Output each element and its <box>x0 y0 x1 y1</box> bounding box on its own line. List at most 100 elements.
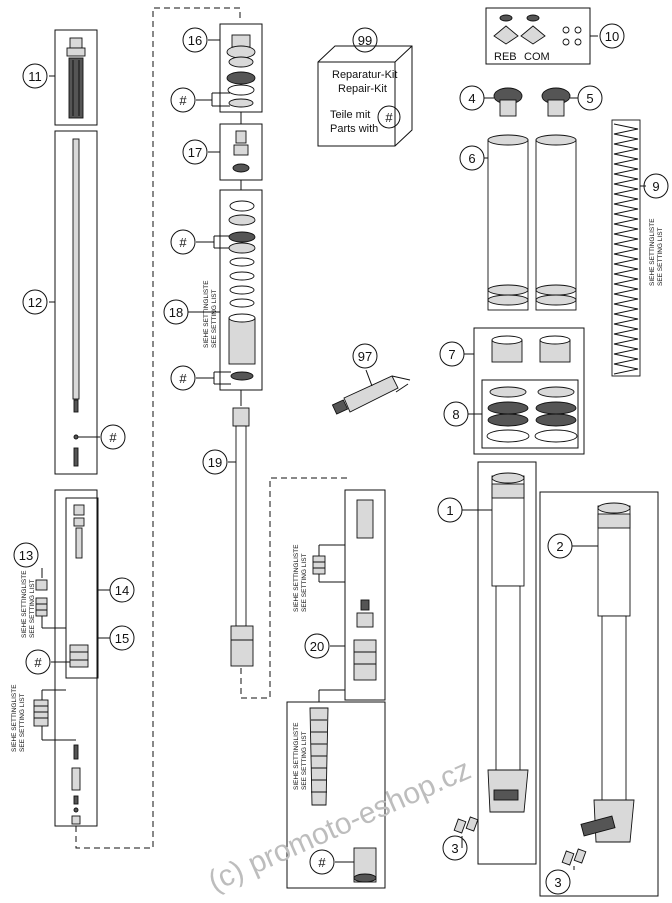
callout-19-text: 19 <box>208 455 222 470</box>
callout-5-text: 5 <box>586 91 593 106</box>
callout-5: 5 <box>577 85 603 111</box>
setting-note-15: SIEHE SETTINGLISTE SEE SETTING LIST <box>11 684 26 752</box>
part-3b-bolts <box>561 848 587 866</box>
setting-note-20b-line1: SIEHE SETTINGLISTE <box>293 722 300 790</box>
callout-18-text: 18 <box>169 305 183 320</box>
callout-20-text: 20 <box>310 639 324 654</box>
part-15-lower-bits <box>71 744 81 825</box>
kit-line-4: Parts with <box>330 123 378 135</box>
repair-kit-box: Reparatur-Kit Repair-Kit Teile mit Parts… <box>317 45 413 147</box>
assembly-path-left <box>75 7 241 849</box>
callout-13-text: 13 <box>19 548 33 563</box>
hash-text-4: # <box>179 235 187 250</box>
callout-1: 1 <box>437 497 463 523</box>
hash-text-5: # <box>179 371 187 386</box>
callout-4-text: 4 <box>468 91 475 106</box>
callout-6-text: 6 <box>468 151 475 166</box>
part-5-compression-cap <box>541 87 571 117</box>
box-part-1 <box>477 461 537 865</box>
cartridge-column-20 <box>286 489 386 889</box>
callout-4: 4 <box>459 85 485 111</box>
callout-3b-text: 3 <box>554 875 561 890</box>
part-12-rod <box>72 138 80 467</box>
assembly-path-middle <box>240 477 350 699</box>
part-6-outer-tubes <box>487 134 577 311</box>
callout-3a-text: 3 <box>451 841 458 856</box>
callout-10-text: 10 <box>605 29 619 44</box>
fork-legs-lower <box>453 461 659 897</box>
hash-callout-15: # <box>25 649 51 675</box>
com-label: COM <box>524 51 550 63</box>
cartridge-column-left <box>33 7 241 849</box>
part-97-grease-tube <box>331 369 411 415</box>
hash-callout-20: # <box>309 849 335 875</box>
setting-note-20a-line1: SIEHE SETTINGLISTE <box>293 544 300 612</box>
part-3a-bolts <box>453 816 479 834</box>
setting-note-18-line1: SIEHE SETTINGLISTE <box>203 280 210 348</box>
callout-3b: 3 <box>545 869 571 895</box>
box-part-20 <box>344 489 386 701</box>
callout-3a: 3 <box>442 835 468 861</box>
callout-17: 17 <box>182 139 208 165</box>
callout-99-text: 99 <box>358 33 372 48</box>
part-18-shock <box>228 200 256 381</box>
part-4-rebound-cap <box>493 87 523 117</box>
callout-12-text: 12 <box>28 295 42 310</box>
box-part-11 <box>54 29 98 126</box>
callout-9: 9 <box>643 173 669 199</box>
part-7-bushings <box>491 335 571 363</box>
callout-15-text: 15 <box>115 631 129 646</box>
part-14-valve <box>69 504 89 668</box>
callout-1-text: 1 <box>446 503 453 518</box>
hash-callout-18b: # <box>170 365 196 391</box>
hash-text-7: # <box>385 110 393 125</box>
callout-18: 18 <box>163 299 189 325</box>
part-10-adjusters <box>493 14 582 46</box>
setting-note-20b-line2: SEE SETTING LIST <box>301 731 308 790</box>
setting-note-20-upper: SIEHE SETTINGLISTE SEE SETTING LIST <box>293 544 308 612</box>
hash-text-6: # <box>318 855 326 870</box>
part-20-spring-cone <box>309 707 377 883</box>
hash-callout-16: # <box>170 87 196 113</box>
part-17-valve <box>232 130 250 173</box>
hash-text-2: # <box>34 655 42 670</box>
part-1-fork-leg <box>487 472 529 813</box>
setting-note-15-line2: SEE SETTING LIST <box>19 693 26 752</box>
part-11-shape <box>66 37 86 119</box>
callout-7-text: 7 <box>448 347 455 362</box>
callout-9-text: 9 <box>652 179 659 194</box>
hash-callouts: # # # # # # # <box>25 87 401 875</box>
part-19-rod <box>230 407 254 667</box>
callout-20: 20 <box>304 633 330 659</box>
callout-99: 99 <box>352 27 378 53</box>
setting-note-13-line1: SIEHE SETTINGLISTE <box>21 570 28 638</box>
callout-11-text: 11 <box>28 69 42 84</box>
callout-10: 10 <box>599 23 625 49</box>
callout-15: 15 <box>109 625 135 651</box>
part-15-spring <box>33 699 49 727</box>
cartridge-column-middle <box>188 23 350 699</box>
hash-callout-18a: # <box>170 229 196 255</box>
part-2-fork-leg <box>580 502 635 843</box>
setting-note-9-line1: SIEHE SETTINGLISTE <box>649 218 656 286</box>
hash-text-1: # <box>109 430 117 445</box>
callout-8: 8 <box>443 401 469 427</box>
callout-97-text: 97 <box>358 349 372 364</box>
setting-note-13: SIEHE SETTINGLISTE SEE SETTING LIST <box>21 570 36 638</box>
callout-6: 6 <box>459 145 485 171</box>
part-16-cap <box>226 34 256 108</box>
part-13-shims <box>35 579 48 617</box>
callout-97: 97 <box>352 343 378 369</box>
callout-14: 14 <box>109 577 135 603</box>
callout-12: 12 <box>22 289 48 315</box>
callout-19: 19 <box>202 449 228 475</box>
setting-note-9-line2: SEE SETTING LIST <box>657 227 664 286</box>
fork-parts-right-upper: REB COM <box>464 7 646 455</box>
kit-line-3: Teile mit <box>330 109 370 121</box>
callout-13: 13 <box>13 542 39 568</box>
callout-14-text: 14 <box>115 583 129 598</box>
callout-11: 11 <box>22 63 48 89</box>
callout-16: 16 <box>182 27 208 53</box>
callout-8-text: 8 <box>452 407 459 422</box>
